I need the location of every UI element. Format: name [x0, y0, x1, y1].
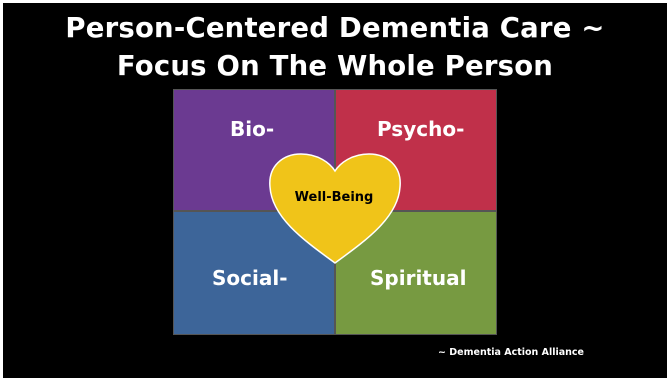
quadrant-label-social: Social-: [212, 266, 288, 290]
quadrant-label-psycho: Psycho-: [377, 117, 465, 141]
quadrant-label-bio: Bio-: [230, 117, 275, 141]
attribution-text: ~ Dementia Action Alliance: [438, 347, 584, 358]
title-line-1: Person-Centered Dementia Care ~: [65, 12, 605, 44]
quadrant-label-spiritual: Spiritual: [370, 266, 467, 290]
title-line-2: Focus On The Whole Person: [116, 50, 554, 82]
slide-title: Person-Centered Dementia Care ~ Focus On…: [0, 9, 670, 85]
well-being-label: Well-Being: [294, 190, 374, 205]
